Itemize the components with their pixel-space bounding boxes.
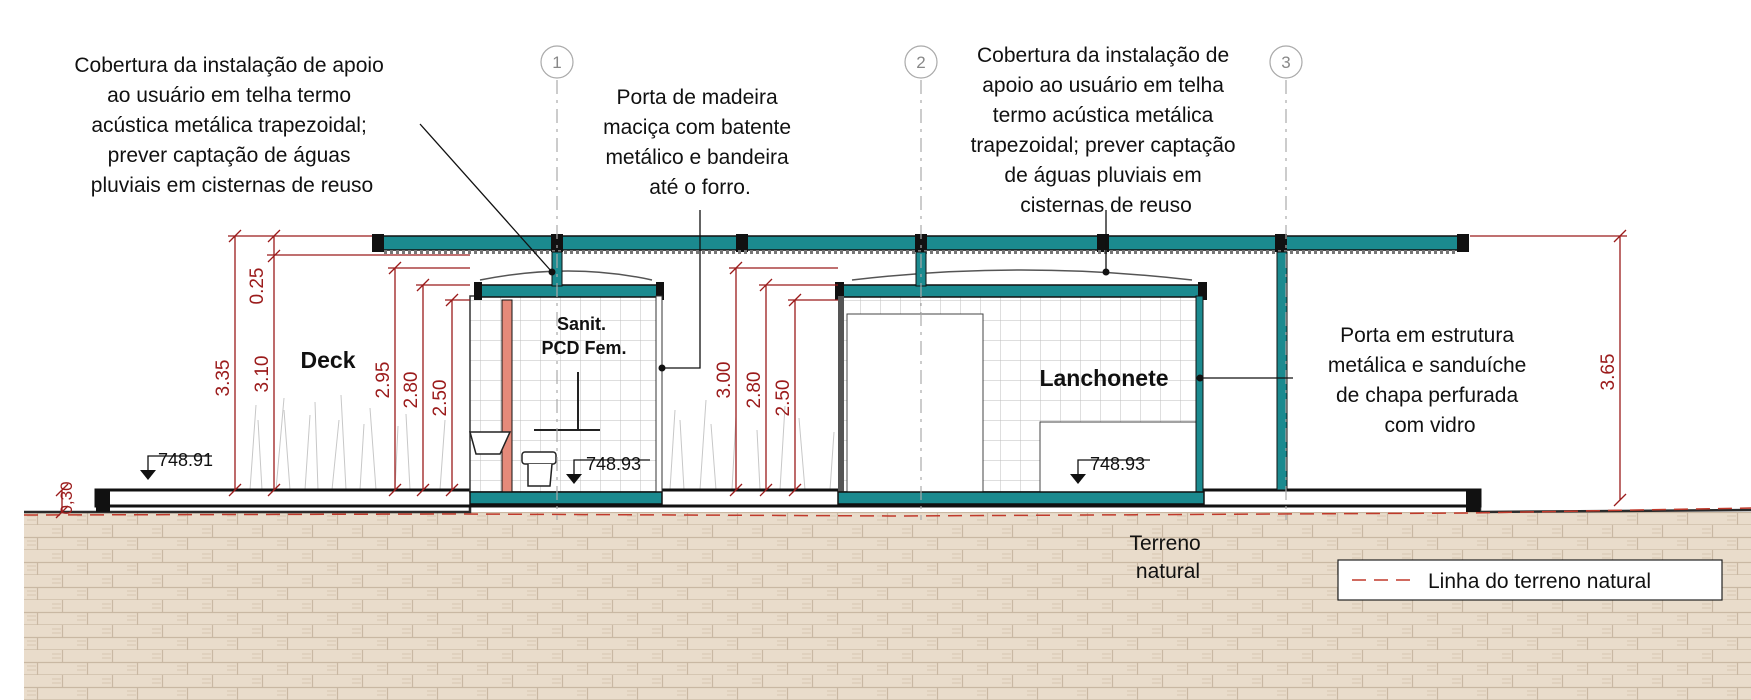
dim-280-left: 2.80: [401, 372, 422, 409]
axis-2-label: 2: [916, 53, 925, 72]
natural-ground-line: [23, 507, 1751, 517]
dim-250-right: 2.50: [773, 380, 794, 417]
dim-280-right: 2.80: [744, 372, 765, 409]
toilet-icon: [521, 451, 557, 487]
room-lanchonete-label: Lanchonete: [1039, 365, 1168, 391]
dim-300: 3.00: [714, 362, 735, 399]
dimension-lines: [55, 229, 1627, 519]
level-marker-sanit: 748.93: [566, 454, 650, 484]
ground: [23, 502, 1751, 700]
level-deck-value: 748.91: [158, 450, 213, 470]
level-marker-lanchonete: 748.93: [1070, 454, 1150, 484]
dim-250-left: 2.50: [430, 380, 451, 417]
room-sanit-label: Sanit. PCD Fem.: [541, 314, 626, 358]
dim-335: 3.35: [213, 360, 234, 397]
axis-bubbles: [540, 45, 1303, 79]
grab-bar: [534, 372, 600, 431]
note-door-wood: Porta de madeira maciça com batente metá…: [603, 86, 797, 199]
level-sanit-value: 748.93: [586, 454, 641, 474]
dim-295: 2.95: [373, 362, 394, 399]
legend: Linha do terreno natural: [1337, 559, 1723, 601]
washbasin-icon: [469, 431, 512, 455]
terreno-label: Terreno natural: [1129, 532, 1206, 583]
deck-platform: [94, 488, 1482, 512]
legend-label: Linha do terreno natural: [1428, 570, 1651, 593]
axis-3-label: 3: [1281, 53, 1290, 72]
dim-365: 3.65: [1598, 354, 1619, 391]
axis-1-label: 1: [552, 53, 561, 72]
note-left-roof: Cobertura da instalação de apoio ao usuá…: [74, 54, 389, 197]
dim-310: 3.10: [252, 356, 273, 393]
note-door-metal: Porta em estrutura metálica e sanduíche …: [1328, 324, 1532, 437]
level-lanchonete-value: 748.93: [1090, 454, 1145, 474]
level-marker-deck: 748.91: [140, 450, 213, 480]
sanitary-block: [469, 251, 664, 505]
lanchonete-block: [835, 251, 1288, 505]
leader-lines: [419, 123, 1293, 379]
note-right-roof: Cobertura da instalação de apoio ao usuá…: [971, 44, 1242, 217]
dim-030: 0,30: [57, 481, 76, 514]
dim-025: 0.25: [247, 268, 268, 305]
room-deck-label: Deck: [301, 347, 356, 373]
